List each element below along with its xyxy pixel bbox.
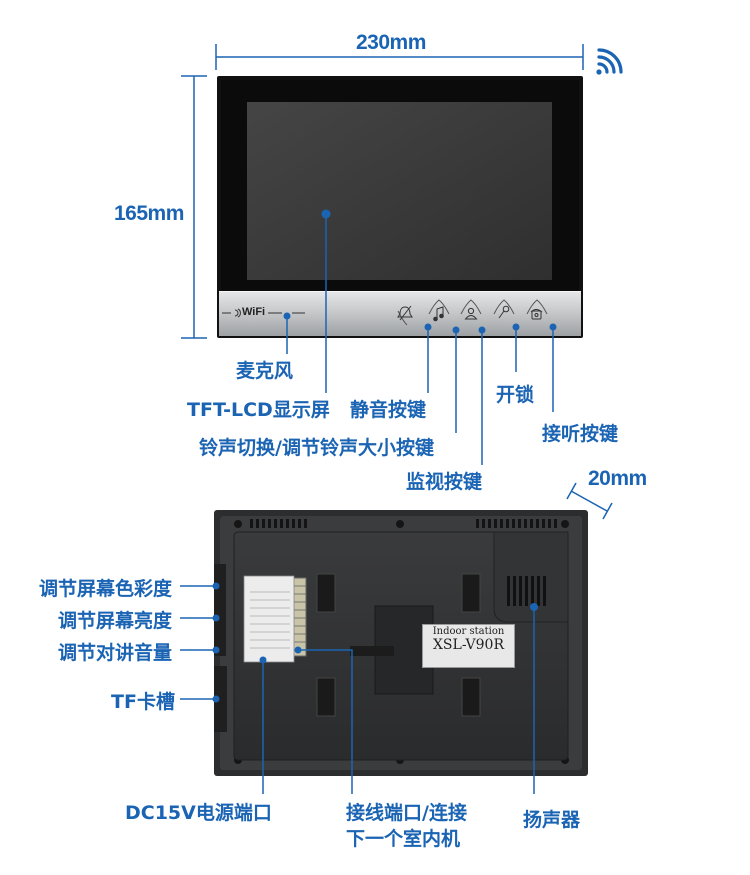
- width-dimension-label: 230mm: [356, 31, 426, 54]
- height-dimension-line: [181, 75, 207, 339]
- label-wiring-port-line1: 接线端口/连接: [346, 802, 467, 824]
- label-intercom-volume: 调节对讲音量: [58, 642, 173, 664]
- label-mute-button: 静音按键: [350, 399, 427, 421]
- label-microphone: 麦克风: [236, 360, 294, 382]
- model-number: XSL-V90R: [432, 637, 505, 653]
- lcd-screen: [247, 102, 552, 280]
- label-ringtone-button: 铃声切换/调节铃声大小按键: [199, 437, 434, 459]
- width-dimension-line: [215, 44, 584, 70]
- height-dimension-label: 165mm: [114, 202, 184, 225]
- strip-wifi-text: WiFi: [242, 306, 266, 318]
- front-device: [217, 76, 583, 338]
- label-brightness: 调节屏幕亮度: [58, 610, 173, 632]
- front-buttons: [397, 299, 548, 326]
- label-answer-button: 接听按键: [542, 423, 619, 445]
- depth-dimension-line: [566, 482, 613, 520]
- label-wiring-port-line2: 下一个室内机: [346, 828, 461, 850]
- label-unlock-button: 开锁: [496, 384, 535, 406]
- label-tf-slot: TF卡槽: [111, 691, 175, 713]
- depth-dimension-label: 20mm: [588, 467, 647, 490]
- model-header: Indoor station: [432, 626, 505, 637]
- label-speaker: 扬声器: [523, 809, 581, 831]
- wifi-icon: [596, 48, 623, 75]
- back-leaders: [180, 582, 538, 794]
- label-color-saturation: 调节屏幕色彩度: [39, 578, 173, 600]
- front-leaders: [283, 209, 557, 465]
- label-monitor-button: 监视按键: [406, 471, 483, 493]
- model-label: Indoor station XSL-V90R: [422, 624, 515, 668]
- back-device: [214, 510, 588, 776]
- label-tft-lcd: TFT-LCD显示屏: [187, 399, 330, 421]
- label-power-port: DC15V电源端口: [125, 802, 272, 824]
